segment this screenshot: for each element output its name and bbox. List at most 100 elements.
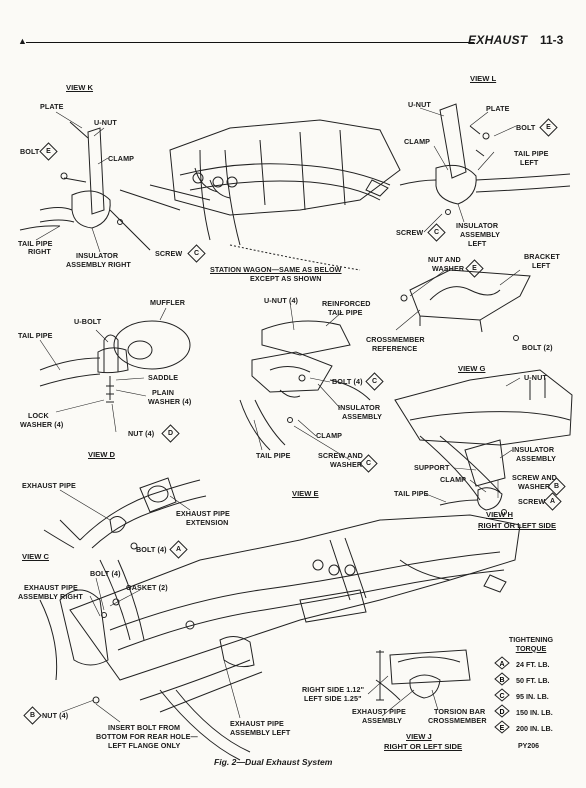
torque-symbol-a: A	[494, 656, 510, 670]
nut-and-washer-label-1: NUT AND	[428, 255, 461, 264]
page-corner-mark: ▲	[18, 36, 27, 46]
g-screw-washer-label-1: SCREW AND	[512, 473, 557, 482]
k-clamp-label: CLAMP	[108, 154, 135, 163]
k-plate-label: PLATE	[40, 102, 64, 111]
svg-text:C: C	[499, 693, 504, 700]
m-clamp-label: CLAMP	[316, 431, 343, 440]
g-insulator-label-2: ASSEMBLY	[516, 454, 557, 463]
crossmember-reference-label-1: CROSSMEMBER	[366, 335, 425, 344]
exhaust-pipe-label: EXHAUST PIPE	[22, 481, 76, 490]
g-clamp-label: CLAMP	[440, 475, 467, 484]
g-unut-label: U-NUT	[524, 373, 547, 382]
m-tailpipe-label: TAIL PIPE	[256, 451, 291, 460]
view-l-title: VIEW L	[470, 74, 497, 83]
torsion-bar-label-1: TORSION BAR	[434, 707, 486, 716]
view-j-title: VIEW J	[406, 732, 432, 741]
m-screw-washer-label-2: WASHER	[330, 460, 363, 469]
exhaust-pipe-left-label-2: ASSEMBLY LEFT	[230, 728, 291, 737]
leader-lines	[35, 107, 521, 723]
bolt-2-label: BOLT (2)	[522, 343, 553, 352]
m-insulator-label-2: ASSEMBLY	[342, 412, 383, 421]
k-insulator-label-2: ASSEMBLY RIGHT	[66, 260, 131, 269]
torque-row: B 50 FT. LB.	[494, 672, 568, 687]
exhaust-pipe-extension-label-1: EXHAUST PIPE	[176, 509, 230, 518]
station-wagon-note-2: EXCEPT AS SHOWN	[250, 274, 322, 283]
svg-text:E: E	[500, 725, 505, 732]
view-j-drawing	[375, 649, 471, 701]
torque-title-1: TIGHTENING	[508, 635, 554, 644]
figure-caption: Fig. 2—Dual Exhaust System	[214, 757, 333, 767]
muffler-label: MUFFLER	[150, 298, 186, 307]
bracket-left-label-2: LEFT	[532, 261, 551, 270]
insert-bolt-note-1: INSERT BOLT FROM	[108, 723, 181, 732]
l-insulator-label-1: INSULATOR	[456, 221, 499, 230]
k-tailpipe-label-2: RIGHT	[28, 247, 51, 256]
crossmember-reference-label-2: REFERENCE	[372, 344, 418, 353]
k-unut-label: U-NUT	[94, 118, 117, 127]
l-insulator-label-3: LEFT	[468, 239, 487, 248]
bottom-chassis-drawing	[39, 514, 521, 761]
lock-washer-label-1: LOCK	[28, 411, 49, 420]
torque-symbol-e: E	[494, 720, 510, 734]
j-exhaust-pipe-label-2: ASSEMBLY	[362, 716, 403, 725]
u-bolt-label: U-BOLT	[74, 317, 102, 326]
top-chassis-drawing	[119, 119, 401, 271]
j-exhaust-pipe-label-1: EXHAUST PIPE	[352, 707, 406, 716]
view-k-drawing	[19, 121, 151, 251]
m-insulator-label-1: INSULATOR	[338, 403, 381, 412]
bracket-left-label-1: BRACKET	[524, 252, 560, 261]
view-g-drawing	[394, 369, 573, 515]
m-unut4-label: U-NUT (4)	[264, 296, 299, 305]
view-d-drawing	[39, 320, 191, 403]
reinforced-tailpipe-label-1: REINFORCED	[322, 299, 371, 308]
torque-title-2: TORQUE	[515, 643, 547, 653]
torque-value: 95 IN. LB.	[516, 692, 549, 701]
page-number: 11-3	[540, 33, 564, 47]
bracket-left-drawing	[400, 269, 531, 341]
header-rule	[26, 42, 474, 43]
c-bolt-label: BOLT (4)	[90, 569, 121, 578]
support-label: SUPPORT	[414, 463, 450, 472]
torque-symbol-d: D	[494, 704, 510, 718]
view-d-title: VIEW D	[88, 450, 116, 459]
view-g-title: VIEW G	[458, 364, 486, 373]
g-screw-label: SCREW	[518, 497, 546, 506]
view-k-title: VIEW K	[66, 83, 94, 92]
k-screw-label: SCREW	[155, 249, 183, 258]
view-j-subtitle: RIGHT OR LEFT SIDE	[384, 742, 463, 751]
m-bolt4-label: BOLT (4)	[332, 377, 363, 386]
exhaust-pipe-drawing	[43, 477, 207, 550]
d-tailpipe-label: TAIL PIPE	[18, 331, 53, 340]
torque-value: 200 IN. LB.	[516, 724, 553, 733]
exhaust-pipe-left-label-1: EXHAUST PIPE	[230, 719, 284, 728]
view-l-drawing	[399, 103, 571, 215]
l-bolt-label: BOLT	[516, 123, 536, 132]
plain-washer-label-1: PLAIN	[152, 388, 175, 397]
exhaust-pipe-right-label-2: ASSEMBLY RIGHT	[18, 592, 83, 601]
torque-value: 50 FT. LB.	[516, 676, 550, 685]
k-bolt-label: BOLT	[20, 147, 40, 156]
l-plate-label: PLATE	[486, 104, 510, 113]
section-title: EXHAUST	[468, 33, 528, 47]
torque-row: A 24 FT. LB.	[494, 656, 568, 671]
torsion-bar-label-2: CROSSMEMBER	[428, 716, 487, 725]
torque-row: C 95 IN. LB.	[494, 688, 568, 703]
svg-text:A: A	[499, 661, 504, 668]
right-side-dimension: RIGHT SIDE 1.12"	[302, 685, 365, 694]
l-clamp-label: CLAMP	[404, 137, 431, 146]
figure-id: PY206	[518, 743, 540, 750]
lock-washer-label-2: WASHER (4)	[20, 420, 64, 429]
g-screw-washer-label-2: WASHER	[518, 482, 551, 491]
saddle-label: SADDLE	[148, 373, 179, 382]
g-insulator-label-1: INSULATOR	[512, 445, 555, 454]
l-unut-label: U-NUT	[408, 100, 431, 109]
torque-row: E 200 IN. LB.	[494, 720, 568, 735]
reinforced-tailpipe-label-2: TAIL PIPE	[328, 308, 363, 317]
view-h-title: VIEW H	[486, 510, 514, 519]
l-tailpipe-label-1: TAIL PIPE	[514, 149, 549, 158]
c-bolt4-label: BOLT (4)	[136, 545, 167, 554]
view-c-title: VIEW C	[22, 552, 50, 561]
l-insulator-label-2: ASSEMBLY	[460, 230, 501, 239]
exhaust-pipe-extension-label-2: EXTENSION	[186, 518, 229, 527]
